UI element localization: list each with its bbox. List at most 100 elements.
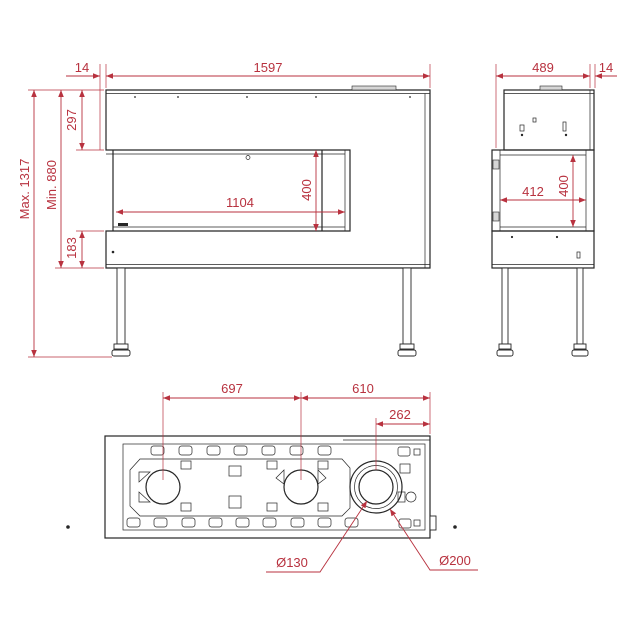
vent-slot [317, 517, 332, 528]
flue-inner-ring [358, 469, 394, 505]
cutout [275, 469, 285, 485]
leg-post [116, 267, 126, 345]
cutout [180, 460, 192, 470]
vent-slot [289, 445, 304, 456]
leg-nut [113, 343, 129, 350]
leg-foot [496, 349, 514, 357]
side-view [491, 85, 595, 357]
dimension-label-upper-panel: 297 [64, 109, 79, 131]
component [397, 491, 406, 503]
dimension-label-overall: 1597 [254, 60, 283, 75]
screw [134, 96, 136, 98]
vent-slot [261, 445, 276, 456]
side-top-box [503, 89, 595, 151]
screw [409, 96, 411, 98]
top-view [104, 435, 437, 539]
side-leg-left [496, 267, 514, 357]
opening-sensor [245, 155, 251, 160]
front-base-mark [111, 250, 115, 254]
vent-slot [206, 445, 221, 456]
cutout [317, 469, 327, 485]
side-base-mark [555, 235, 559, 239]
leg-post [576, 267, 584, 345]
vent-slot [235, 517, 250, 528]
fitting [532, 117, 537, 123]
dimension-label-glass-frame: 14 [599, 60, 613, 75]
vent-slot [290, 517, 305, 528]
dimension-label-outer-diameter: Ø200 [439, 553, 471, 568]
side-base-mark [510, 235, 514, 239]
screw [177, 96, 179, 98]
front-view-dimensions: 14 1597 297 183 Min. 880 Max. 1317 1104 … [17, 60, 431, 358]
top-view-dimensions: 697 610 262 Ø130 Ø200 [162, 381, 478, 573]
leader-line-outer-diameter [389, 508, 478, 571]
dimension-label-side-opening-horizontal: 412 [522, 184, 544, 199]
vent-slot [181, 517, 196, 528]
top-side-connector [429, 515, 437, 531]
dimension-label-inner-diameter: Ø130 [276, 555, 308, 570]
cutout [317, 460, 329, 470]
dimension-label-minimum: Min. 880 [44, 160, 59, 210]
dimension-label-side-overall: 489 [532, 60, 554, 75]
dimension-label-opening-horizontal: 1104 [226, 195, 254, 210]
side-view-dimensions: 489 14 400 412 [495, 60, 617, 227]
brand-logo [118, 223, 128, 226]
component [413, 448, 421, 456]
component [397, 446, 411, 457]
side-top-fittings [519, 117, 568, 137]
vent-slot [208, 517, 223, 528]
front-leg-right [397, 267, 417, 357]
side-hinge-upper [492, 159, 500, 170]
cutout [138, 491, 151, 503]
side-hinge-lower [492, 211, 500, 222]
top-outer-frame [104, 435, 431, 539]
screw [315, 96, 317, 98]
cutout [317, 502, 329, 512]
front-top-screws [134, 96, 411, 98]
leg-foot [111, 349, 131, 357]
component [413, 519, 421, 527]
side-base-box [491, 230, 595, 269]
leg-post [501, 267, 509, 345]
flue-middle-ring [354, 465, 398, 509]
vent-slot [126, 517, 141, 528]
top-vent-slots-upper [150, 445, 332, 456]
component [398, 518, 412, 529]
screw [246, 96, 248, 98]
leg-nut [498, 343, 512, 350]
dimension-label-side-opening-vertical: 400 [556, 175, 571, 197]
dimension-label-maximum: Max. 1317 [17, 159, 32, 220]
dimension-label-flue-distance: 262 [389, 407, 411, 422]
vent-slot [150, 445, 165, 456]
cutout [180, 502, 192, 512]
top-burner-outline [129, 458, 351, 517]
side-base-mark [576, 251, 581, 259]
dimension-label-first-spacing: 697 [221, 381, 243, 396]
fitting [520, 133, 524, 137]
cutout [228, 465, 242, 477]
cutout [266, 502, 278, 512]
vent-slot [317, 445, 332, 456]
leader-line-inner-diameter [266, 500, 368, 573]
dimension-label-side-frame: 14 [75, 60, 89, 75]
fitting [562, 121, 567, 132]
front-view [105, 85, 431, 357]
dimension-label-lower-panel: 183 [64, 237, 79, 259]
top-burner-cutouts [138, 460, 329, 512]
vent-slot [262, 517, 277, 528]
leg-nut [399, 343, 415, 350]
top-control-components [397, 446, 421, 529]
cutout [266, 460, 278, 470]
vent-slot [344, 517, 359, 528]
front-firebox-opening [106, 150, 346, 231]
reference-dot-left [66, 525, 70, 529]
dimension-label-second-spacing: 610 [352, 381, 374, 396]
cutout [228, 495, 242, 509]
component [399, 463, 411, 474]
vent-slot [178, 445, 193, 456]
side-flue-collar [539, 85, 563, 91]
leg-nut [573, 343, 587, 350]
reference-dot-right [453, 525, 457, 529]
component [405, 491, 417, 503]
